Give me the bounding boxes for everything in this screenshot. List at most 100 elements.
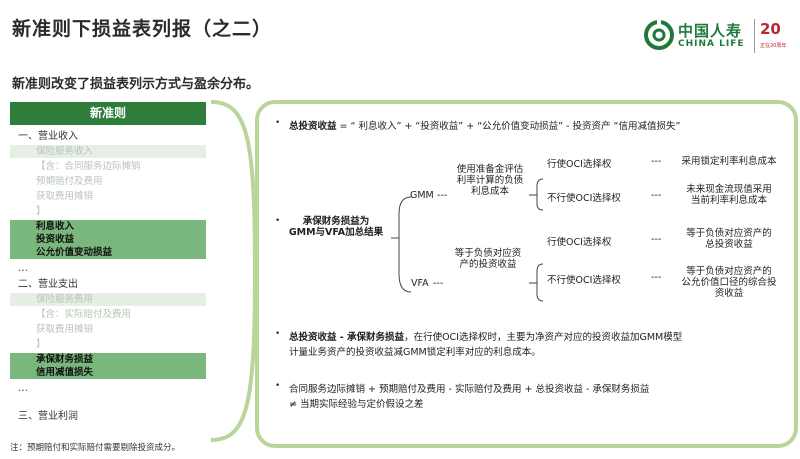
tree-connectors — [391, 178, 544, 302]
page-title: 新准则下损益表列报（之二） — [12, 18, 273, 40]
statement-line-item: 保险服务收入 — [10, 145, 206, 158]
statement-line-item: … — [10, 262, 206, 275]
statement-line-text: 保险服务费用 — [36, 294, 94, 305]
statement-line-item: … — [10, 382, 206, 395]
vfa-desc-line: 等于负债对应资 — [454, 248, 522, 259]
statement-line-item — [10, 396, 206, 409]
statement-line-text — [10, 397, 18, 408]
page-subtitle: 新准则改变了损益表列示方式与盈余分布。 — [12, 77, 260, 92]
vfa-oci-not-elected: 不行使OCI选择权 — [547, 275, 621, 286]
bullet-dot: • — [275, 381, 281, 391]
paragraph-term: 总投资收益 - 承保财务损益 — [289, 332, 405, 343]
gmm-dash: --- — [437, 190, 448, 201]
statement-line-text: 【含：合同服务边际摊销 — [36, 161, 141, 172]
gmm-yes-dash: --- — [651, 156, 662, 167]
gmm-label: GMM — [410, 190, 434, 201]
statement-line-text: 二、营业支出 — [18, 279, 78, 290]
statement-line-item: 】 — [10, 205, 206, 218]
gmm-desc-line: 使用准备金评估 — [456, 164, 524, 175]
statement-line-item: 投资收益 — [10, 233, 206, 246]
statement-line-item: 三、营业利润 — [10, 410, 206, 423]
china-life-logo: 中国人寿 CHINA LIFE 20 正在20周年 — [642, 18, 792, 58]
statement-line-text: 承保财务损益 — [36, 354, 94, 365]
statement-line-item: 一、营业收入 — [10, 130, 206, 143]
gmm-desc-line: 利息成本 — [470, 186, 509, 197]
statement-line-item: 承保财务损益 — [10, 353, 206, 366]
statement-line-item: 】 — [10, 338, 206, 351]
statement-line-text: 保险服务收入 — [36, 146, 94, 157]
footnote: 注：预期赔付和实际赔付需要剔除投资成分。 — [10, 443, 181, 453]
bullet-dot: • — [275, 329, 281, 339]
logo-divider — [754, 19, 755, 53]
paragraph-line1-text: ，在行使OCI选择权时，主要为净资产对应的投资收益加GMM模型 — [404, 332, 683, 343]
statement-line-text: 获取费用摊销 — [36, 191, 94, 202]
statement-line-item: 获取费用摊销 — [10, 323, 206, 336]
statement-line-text: 】 — [36, 206, 46, 217]
statement-line-item: 【含：合同服务边际摊销 — [10, 160, 206, 173]
vfa-yes-line: 总投资收益 — [705, 239, 753, 250]
vfa-oci-elected-result: 等于负债对应资产的总投资收益 — [669, 228, 789, 250]
statement-line-item: 保险服务费用 — [10, 293, 206, 306]
explanation-panel: • 总投资收益 = “ 利息收入” + “投资收益” + “公允价值变动损益” … — [255, 100, 798, 448]
formula1-term: 总投资收益 — [289, 121, 337, 132]
gmm-oci-not-elected: 不行使OCI选择权 — [547, 193, 621, 204]
tree-root-label: 承保财务损益为 GMM与VFA加总结果 — [281, 216, 391, 238]
statement-line-text: … — [18, 383, 28, 394]
bullet-dot: • — [275, 216, 281, 226]
statement-line-item: 【含：实际赔付及费用 — [10, 308, 206, 321]
statement-line-text: 【含：实际赔付及费用 — [36, 309, 132, 320]
vfa-yes-line: 等于负债对应资产的 — [686, 228, 772, 239]
panel-header: 新准则 — [10, 102, 206, 125]
vfa-no-line: 等于负债对应资产的 — [686, 266, 772, 277]
vfa-no-line: 资收益 — [714, 288, 744, 299]
statement-line-item: 公允价值变动损益 — [10, 246, 206, 259]
new-standard-income-statement: 新准则 一、营业收入保险服务收入【含：合同服务边际摊销预期赔付及费用获取费用摊销… — [10, 102, 206, 453]
statement-line-item: 预期赔付及费用 — [10, 175, 206, 188]
vfa-description: 等于负债对应资产的投资收益 — [447, 248, 529, 270]
gmm-oci-elected-result: 采用锁定利率利息成本 — [669, 156, 789, 167]
bracket-connector — [210, 100, 258, 442]
experience-variance-formula-line1: 合同服务边际摊销 + 预期赔付及费用 - 实际赔付及费用 + 总投资收益 - 承… — [289, 384, 650, 395]
statement-line-text: 利息收入 — [36, 221, 75, 232]
anniversary-badge: 20 — [760, 20, 781, 38]
statement-line-item: 二、营业支出 — [10, 278, 206, 291]
statement-line-text: 信用减值损失 — [36, 367, 94, 378]
tree-root-line2: GMM与VFA加总结果 — [288, 227, 384, 238]
statement-line-text: 】 — [36, 339, 46, 350]
gmm-desc-line: 利率计算的负债 — [456, 175, 524, 186]
statement-line-text: … — [18, 263, 28, 274]
statement-line-text: 获取费用摊销 — [36, 324, 94, 335]
gmm-no-line: 当前利率利息成本 — [690, 195, 767, 206]
investment-spread-paragraph-line1: 总投资收益 - 承保财务损益，在行使OCI选择权时，主要为净资产对应的投资收益加… — [289, 329, 682, 343]
statement-line-text: 三、营业利润 — [18, 411, 78, 422]
statement-line-item: 利息收入 — [10, 220, 206, 233]
statement-line-text: 公允价值变动损益 — [36, 247, 113, 258]
logo-name-cn: 中国人寿 — [678, 22, 743, 40]
bullet-dot: • — [275, 118, 281, 128]
gmm-oci-not-elected-result: 未来现金流现值采用当前利率利息成本 — [669, 184, 789, 206]
tree-root-line1: 承保财务损益为 — [302, 216, 370, 227]
formula1-expression: = “ 利息收入” + “投资收益” + “公允价值变动损益” - 投资资产 “… — [336, 121, 681, 132]
statement-line-text: 预期赔付及费用 — [36, 176, 103, 187]
vfa-oci-not-elected-result: 等于负债对应资产的公允价值口径的综合投资收益 — [669, 266, 789, 299]
vfa-label: VFA — [411, 278, 429, 289]
experience-variance-formula-line2: ≠ 当期实际经验与定价假设之差 — [289, 399, 424, 410]
logo-name-en: CHINA LIFE — [678, 39, 745, 49]
anniversary-text: 正在20周年 — [760, 43, 787, 49]
statement-line-text: 一、营业收入 — [18, 131, 78, 142]
statement-line-item: 信用减值损失 — [10, 366, 206, 379]
vfa-oci-elected: 行使OCI选择权 — [547, 237, 612, 248]
vfa-desc-line: 产的投资收益 — [459, 259, 517, 270]
gmm-oci-elected: 行使OCI选择权 — [547, 159, 612, 170]
vfa-dash: --- — [433, 278, 444, 289]
gmm-no-dash: --- — [651, 190, 662, 201]
gmm-description: 使用准备金评估利率计算的负债利息成本 — [449, 164, 531, 197]
vfa-no-dash: --- — [651, 272, 662, 283]
statement-line-item: 获取费用摊销 — [10, 190, 206, 203]
statement-line-text: 投资收益 — [36, 234, 75, 245]
china-life-emblem-icon — [644, 20, 674, 50]
gmm-yes-line: 采用锁定利率利息成本 — [681, 156, 777, 167]
formula-total-investment-income: 总投资收益 = “ 利息收入” + “投资收益” + “公允价值变动损益” - … — [289, 118, 680, 132]
vfa-no-line: 公允价值口径的综合投 — [681, 277, 777, 288]
investment-spread-paragraph-line2: 计量业务资产的投资收益减GMM锁定利率对应的利息成本。 — [289, 347, 541, 358]
